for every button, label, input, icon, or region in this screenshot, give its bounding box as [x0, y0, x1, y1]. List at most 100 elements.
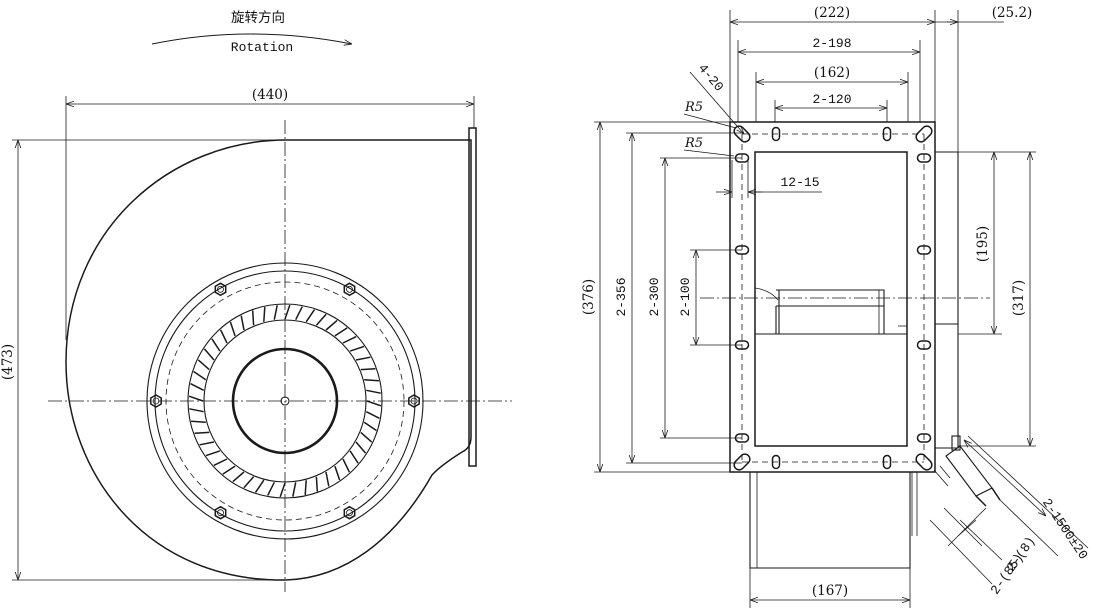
dim-167-text: (167) — [812, 583, 848, 599]
corner-slot — [733, 453, 751, 471]
impeller-blade — [213, 458, 228, 467]
corner-slot — [915, 125, 933, 143]
impeller-blade — [211, 338, 221, 352]
impeller-blade — [254, 479, 265, 493]
impeller-blade — [355, 441, 367, 454]
lead-clip — [933, 465, 951, 487]
impeller-blade — [295, 306, 303, 321]
dim-85-line — [947, 507, 987, 547]
impeller-blade — [205, 450, 221, 457]
impeller-blade — [229, 321, 236, 337]
corner-slot-outline — [915, 453, 933, 471]
bolt-center — [217, 509, 224, 517]
rotation-label-en: Rotation — [231, 40, 293, 55]
r5-top-text: R5 — [684, 100, 703, 115]
impeller-blade — [243, 476, 255, 489]
front-view: (440) (473) — [0, 87, 512, 592]
bolt-head — [214, 505, 227, 520]
bolt — [343, 282, 356, 297]
impeller-blade — [263, 307, 266, 322]
dim-1500-text: 2-1500±20 — [1039, 496, 1091, 563]
lead-gland — [951, 435, 961, 451]
side-housing-lower — [935, 323, 959, 449]
dim-100-text: 2-100 — [678, 277, 693, 316]
impeller-blade — [197, 359, 210, 371]
scroll-housing-outline — [65, 139, 472, 581]
leader-r5-second — [683, 149, 735, 157]
impeller-blade — [279, 482, 286, 498]
impeller-blade — [365, 411, 380, 419]
dim-222-text: (222) — [814, 5, 850, 21]
impeller-blade — [360, 367, 376, 371]
impeller-blade — [240, 315, 245, 331]
dim-195-text: (195) — [975, 226, 991, 262]
impeller-blade — [349, 450, 359, 464]
rotation-arrow — [151, 33, 352, 44]
impeller-blade — [292, 482, 297, 497]
rotation-indicator: 旋转方向 Rotation — [151, 10, 352, 55]
impeller-blade — [363, 421, 377, 432]
dim-356-text: 2-356 — [614, 277, 629, 316]
impeller-blade — [304, 480, 307, 495]
impeller-blade — [366, 389, 381, 394]
impeller-blade — [232, 471, 245, 483]
ext-line — [929, 519, 993, 585]
corner-slot-outline — [733, 453, 751, 471]
impeller-blade — [325, 319, 338, 331]
impeller-blade — [315, 476, 319, 492]
impeller-blade — [203, 348, 215, 361]
bolt — [214, 505, 227, 520]
dim-120-text: 2-120 — [812, 92, 851, 107]
impeller-blade — [366, 400, 382, 407]
bolt-center — [217, 285, 224, 293]
lead-wire — [933, 435, 1001, 507]
bottom-spigot — [749, 472, 911, 569]
impeller-blade — [193, 370, 207, 381]
dim-473-text: (473) — [0, 344, 16, 380]
bolt — [343, 505, 356, 520]
impeller-blade — [342, 335, 357, 344]
corner-slot — [915, 453, 933, 471]
bolt-head — [343, 505, 356, 520]
leader-r5-top — [683, 113, 737, 129]
motor-bolts — [150, 282, 420, 520]
dim-317-text: (317) — [1011, 280, 1027, 316]
bolt-head — [343, 282, 356, 297]
dim-198-text: 2-198 — [812, 36, 851, 51]
inner-opening — [754, 151, 908, 447]
dim-300-text: 2-300 — [647, 277, 662, 316]
dim-25-text: (25.2) — [992, 5, 1033, 21]
impeller-blade — [364, 379, 379, 382]
bolt-head — [150, 394, 162, 408]
corner-slot-outline — [915, 125, 933, 143]
bolt — [214, 282, 227, 297]
impeller-blade — [305, 309, 316, 323]
impeller-blade — [191, 420, 206, 423]
dim-85-text: 2-(85) — [988, 551, 1027, 598]
r5-second-text: R5 — [684, 136, 703, 151]
lead-sleeve — [945, 445, 993, 497]
dim-1500-line — [964, 440, 1046, 516]
impeller-blade — [219, 329, 228, 344]
impeller-blade — [334, 465, 341, 481]
impeller-blade — [190, 383, 205, 391]
ext-line — [943, 507, 983, 547]
bolt-center — [346, 509, 353, 517]
impeller-blade — [355, 356, 371, 361]
impeller-blade — [334, 327, 348, 337]
ext-line — [959, 519, 1003, 561]
impeller-blade — [273, 305, 278, 320]
dim-440-text: (440) — [252, 87, 288, 103]
motor-fillet — [754, 287, 779, 301]
impeller-blade — [325, 471, 330, 487]
lead-wire-ends — [975, 487, 1001, 507]
impeller-blade — [349, 345, 365, 352]
bolt-center — [346, 285, 353, 293]
bolt-head — [408, 394, 420, 408]
impeller-blade — [189, 408, 204, 413]
impeller-blade — [284, 304, 291, 320]
impeller-blade — [188, 395, 204, 402]
side-view: (222) (25.2) 2-198 (162) 2-120 4-20 R5 R… — [581, 5, 1091, 608]
bolt-head — [214, 282, 227, 297]
